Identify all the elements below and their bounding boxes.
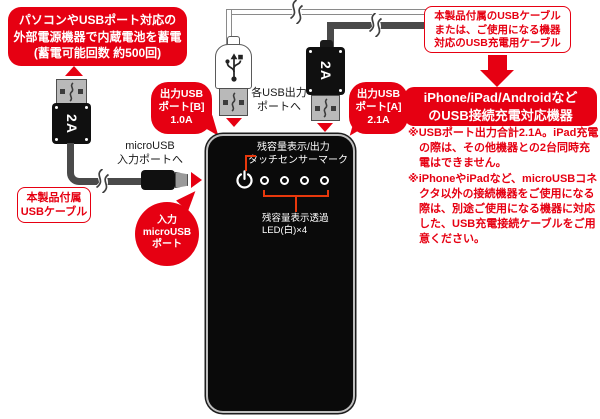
led-dot [320,176,329,185]
bubble-line: ポート [152,239,182,250]
bubble-output-port-b: 出力USB ポート[B] 1.0A [151,82,212,134]
bubble-line: 出力USB [159,88,204,100]
label-line: 入力ポートへ [117,153,183,166]
note-line: 外部電源機器で内蔵電池を蓄電 [13,29,182,44]
usage-notes: ※USBポート出力合計2.1A。iPad充電の際は、その他機器との2台同時充電は… [408,126,600,248]
white-usb-plug-body [215,44,252,89]
usb-contact-hole [60,89,65,94]
big-down-arrow-icon [488,55,507,71]
usb-plug-2a-body: 2A [52,103,91,144]
pointer-down-triangle-icon [317,123,333,132]
pointer-up-triangle-icon [65,66,83,76]
usb-slot-icon [231,92,236,112]
label-line: 本製品付属 [26,192,82,204]
usb-contact-hole [223,99,228,105]
bubble-line: 2.1A [367,113,390,126]
power-icon [236,170,253,189]
label-included-cable: 本製品付属 USBケーブル [17,187,91,223]
note-charge-source: パソコンやUSBポート対応の 外部電源機器で内蔵電池を蓄電 (蓄電可能回数 約5… [8,7,187,66]
cable-break-icon [368,13,383,37]
bubble-line: 入力 [157,215,177,226]
microusb-plug-tip [175,172,188,188]
bubble-line: ポート[A] [355,100,402,113]
led-indicator-row [260,176,329,185]
black-plug-neck [320,40,333,49]
label-line: のUSB接続充電対応機器 [428,107,573,123]
usb-contact-hole [78,89,83,94]
amp-rating-label: 2A [63,113,80,134]
cable-break-icon [95,169,110,193]
usb-metal-tip-icon [56,79,87,104]
amp-rating-label: 2A [317,61,334,81]
note-line: 対応のUSB充電用ケーブル [434,37,561,49]
usb-metal-tip-icon [311,95,340,121]
bubble-line: microUSB [142,227,192,238]
label-line: iPhone/iPad/Androidなど [423,90,578,105]
cable-break-icon [289,0,304,24]
microusb-plug-body [141,170,175,190]
bubble-line: 出力USB [356,88,401,100]
label-target-devices: iPhone/iPad/Androidなど のUSB接続充電対応機器 [404,87,597,126]
powerbank-device: 残容量表示/出力 タッチセンサーマーク 残容量表示透過 LED(白)×4 [206,134,355,413]
label-line: 残容量表示/出力 [257,142,330,153]
usb-contact-hole [331,105,336,111]
usage-note: ※iPhoneやiPadなど、microUSBコネクタ以外の接続機器をご使用にな… [408,172,598,246]
label-line: 各USB出力 [251,87,307,99]
white-plug-neck [227,36,240,46]
dark-usb-cable [327,22,334,50]
usb-contact-hole [315,105,320,111]
label-microusb-input-port: microUSB 入力ポートへ [108,140,192,167]
usb-metal-tip-icon [219,88,248,116]
usb-to-microusb-cable [67,143,149,185]
bubble-line: 1.0A [170,113,193,126]
note-line: または、ご使用になる機器 [434,23,561,36]
bubble-input-microusb-port: 入力 microUSB ポート [135,202,199,266]
led-dot [280,176,289,185]
usb-slot-icon [69,81,74,102]
callout-stem [295,197,297,212]
big-down-arrow-icon [480,70,514,87]
usb-trident-icon [224,52,243,82]
callout-bracket [263,190,329,197]
note-line: 本製品付属のUSBケーブル [434,10,561,22]
note-line: (蓄電可能回数 約500回) [33,46,162,60]
note-cable-choice: 本製品付属のUSBケーブル または、ご使用になる機器 対応のUSB充電用ケーブル [424,6,571,53]
label-each-usb-output-port: 各USB出力 ポートへ [248,87,310,114]
label-line: LED(白)×4 [262,225,308,236]
label-line: 残容量表示透過 [262,213,329,224]
pointer-down-triangle-icon [226,118,242,127]
label-touch-sensor: 残容量表示/出力 タッチセンサーマーク [248,142,348,167]
label-line: ポートへ [257,100,301,113]
usb-plug-2a-body: 2A [306,47,345,95]
bubble-line: ポート[B] [158,100,205,113]
led-dot [300,176,309,185]
led-dot [260,176,269,185]
label-line: microUSB [125,140,175,152]
label-line: USBケーブル [20,206,88,218]
label-led-white-x4: 残容量表示透過 LED(白)×4 [262,213,329,237]
usb-contact-hole [239,99,244,105]
usb-slot-icon [323,98,328,118]
label-line: タッチセンサーマーク [248,154,348,166]
white-usb-cable [226,9,428,15]
bubble-output-port-a: 出力USB ポート[A] 2.1A [349,82,408,134]
note-line: パソコンやUSBポート対応の [18,13,177,27]
callout-bracket [245,155,256,171]
pointer-right-triangle-icon [191,172,202,188]
usage-note: ※USBポート出力合計2.1A。iPad充電の際は、その他機器との2台同時充電は… [408,127,599,170]
